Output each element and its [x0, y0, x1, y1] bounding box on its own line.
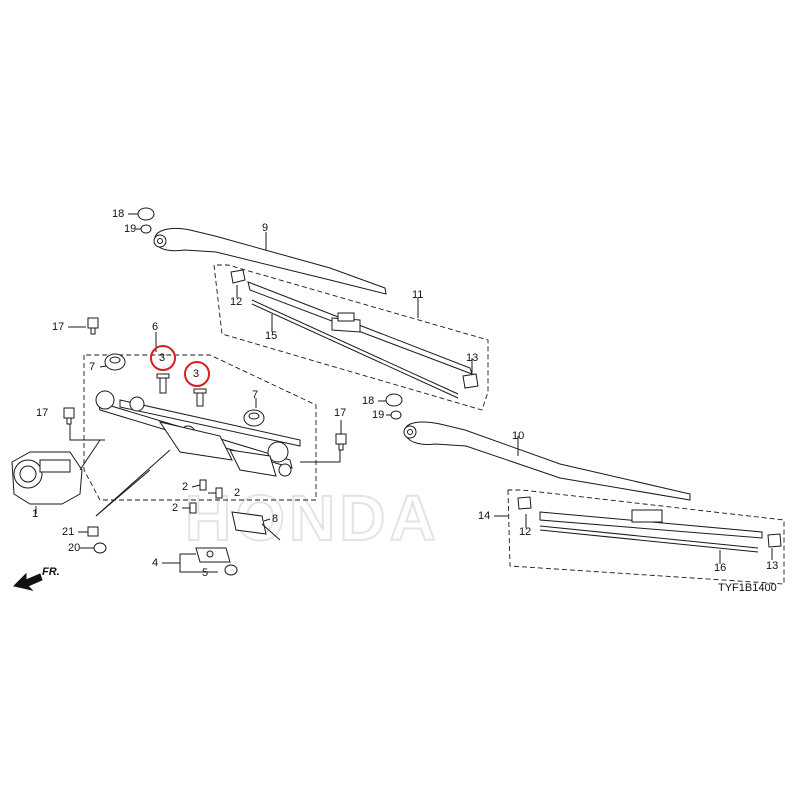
callout-13-lower: 13	[766, 560, 778, 572]
highlight-circle-3-left	[150, 345, 176, 371]
callout-20: 20	[68, 542, 80, 554]
leader-lines	[35, 213, 773, 573]
callout-2-c: 2	[172, 502, 178, 514]
wiper-arm-9	[153, 227, 387, 295]
bolt-2-a	[199, 479, 207, 491]
nut-5	[224, 564, 238, 576]
callout-16: 16	[714, 562, 726, 574]
wiper-motor-1	[11, 439, 101, 505]
callout-19-lower: 19	[372, 409, 384, 421]
callout-21: 21	[62, 526, 74, 538]
callout-9: 9	[262, 222, 268, 234]
wiper-blade-14	[539, 509, 763, 539]
cap-18-lower	[385, 393, 403, 407]
callout-4: 4	[152, 557, 158, 569]
callout-18-upper: 18	[112, 208, 124, 220]
wiper-linkage-6	[95, 390, 301, 477]
callout-3-left: 3	[159, 352, 165, 364]
callout-17-top: 17	[52, 321, 64, 333]
honda-watermark: HONDA	[185, 482, 440, 554]
callout-2-b: 2	[234, 487, 240, 499]
blade-rubber-16	[539, 525, 759, 553]
end-cap-12-upper	[230, 269, 246, 284]
callout-7-right: 7	[252, 389, 258, 401]
bolt-17-top	[87, 317, 99, 335]
bolt-2-b	[215, 487, 223, 499]
callout-10: 10	[512, 430, 524, 442]
bolt-17-right	[335, 433, 347, 451]
bracket-4	[195, 547, 231, 563]
callout-17-left: 17	[36, 407, 48, 419]
callout-1: 1	[32, 508, 38, 520]
callout-14: 14	[478, 510, 490, 522]
callout-5: 5	[202, 567, 208, 579]
highlight-circle-3-right	[184, 361, 210, 387]
nut-21	[87, 526, 99, 537]
nut-19-upper	[140, 224, 152, 234]
washer-20	[93, 542, 107, 554]
bolt-2-c	[189, 502, 197, 514]
callout-19-upper: 19	[124, 223, 136, 235]
wiper-arm-10	[403, 421, 691, 501]
callout-7-left: 7	[89, 361, 95, 373]
linkage-6-group-outline	[83, 354, 317, 501]
grommet-7-right	[243, 409, 265, 427]
wiper-blade-11	[247, 281, 473, 375]
blade-14-group-outline	[507, 489, 785, 585]
callout-3-right: 3	[193, 368, 199, 380]
callout-12-lower: 12	[519, 526, 531, 538]
callout-labels: 18 19 9 11 12 15 13 6 17 7 3 3 7 17 17 1…	[32, 208, 778, 594]
callout-17-right: 17	[334, 407, 346, 419]
diagram-code: TYF1B1400	[718, 582, 777, 594]
callout-13-upper: 13	[466, 352, 478, 364]
callout-11: 11	[412, 289, 423, 301]
callout-6: 6	[152, 321, 158, 333]
grommet-7-left	[104, 353, 126, 371]
callout-18-lower: 18	[362, 395, 374, 407]
bolt-3-left	[156, 373, 170, 394]
cap-18-upper	[137, 207, 155, 221]
front-direction-arrow: FR.	[13, 566, 60, 591]
callout-12-upper: 12	[230, 296, 242, 308]
end-cap-12-lower	[517, 496, 532, 510]
end-cap-13-upper	[462, 373, 479, 389]
nut-19-lower	[390, 410, 402, 420]
callout-8: 8	[272, 513, 278, 525]
front-direction-label: FR.	[42, 566, 60, 578]
bracket-8	[231, 511, 281, 541]
callout-2-a: 2	[182, 481, 188, 493]
blade-11-group-outline	[213, 264, 489, 411]
bolt-3-right	[193, 388, 207, 407]
bolt-17-left	[63, 407, 75, 425]
blade-rubber-15	[251, 299, 459, 399]
callout-15: 15	[265, 330, 277, 342]
end-cap-13-lower	[767, 533, 782, 548]
